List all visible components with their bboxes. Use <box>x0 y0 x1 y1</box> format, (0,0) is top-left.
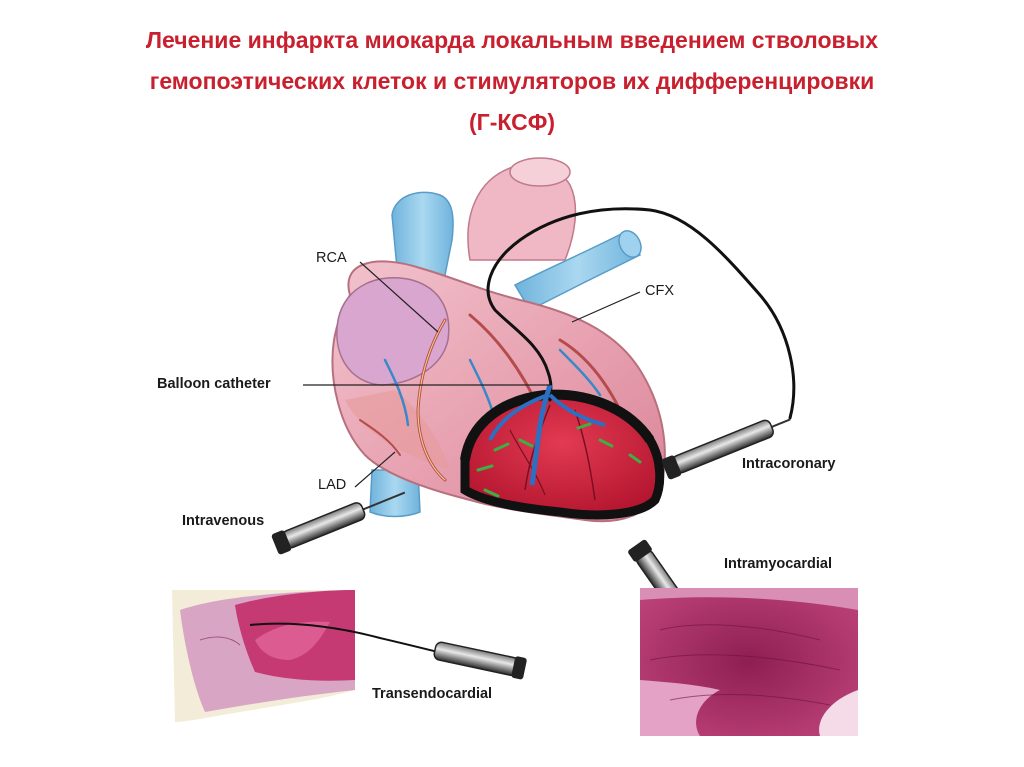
label-lad: LAD <box>318 477 347 493</box>
label-intravenous: Intravenous <box>182 513 265 529</box>
aorta <box>467 157 577 261</box>
intramyocardial-tissue-section <box>640 588 858 736</box>
transendocardial-tissue-section <box>172 590 451 722</box>
coronary-arteries <box>359 313 622 482</box>
intravenous-syringe <box>271 491 406 555</box>
title-line-1: Лечение инфаркта миокарда локальным введ… <box>145 27 879 53</box>
label-rca: RCA <box>316 250 347 266</box>
title-line-3: (Г-КСФ) <box>469 109 555 135</box>
inferior-vena-cava <box>369 469 421 518</box>
leader-lines <box>303 261 641 488</box>
label-balloon-catheter: Balloon catheter <box>157 376 271 392</box>
label-intramyocardial: Intramyocardial <box>724 556 832 572</box>
transendocardial-syringe <box>433 641 527 680</box>
label-cfx: CFX <box>645 283 674 299</box>
title-line-2: гемопоэтических клеток и стимуляторов их… <box>149 68 875 94</box>
label-intracoronary: Intracoronary <box>742 456 836 472</box>
pulmonary-vein <box>513 230 642 311</box>
catheter-wire <box>486 207 796 420</box>
balloon-catheter-tip <box>488 384 606 486</box>
label-transendocardial: Transendocardial <box>372 686 493 702</box>
slide-title: Лечение инфаркта миокарда локальным введ… <box>40 20 984 143</box>
stem-cell-markers <box>476 422 642 498</box>
intracoronary-syringe <box>661 418 791 480</box>
